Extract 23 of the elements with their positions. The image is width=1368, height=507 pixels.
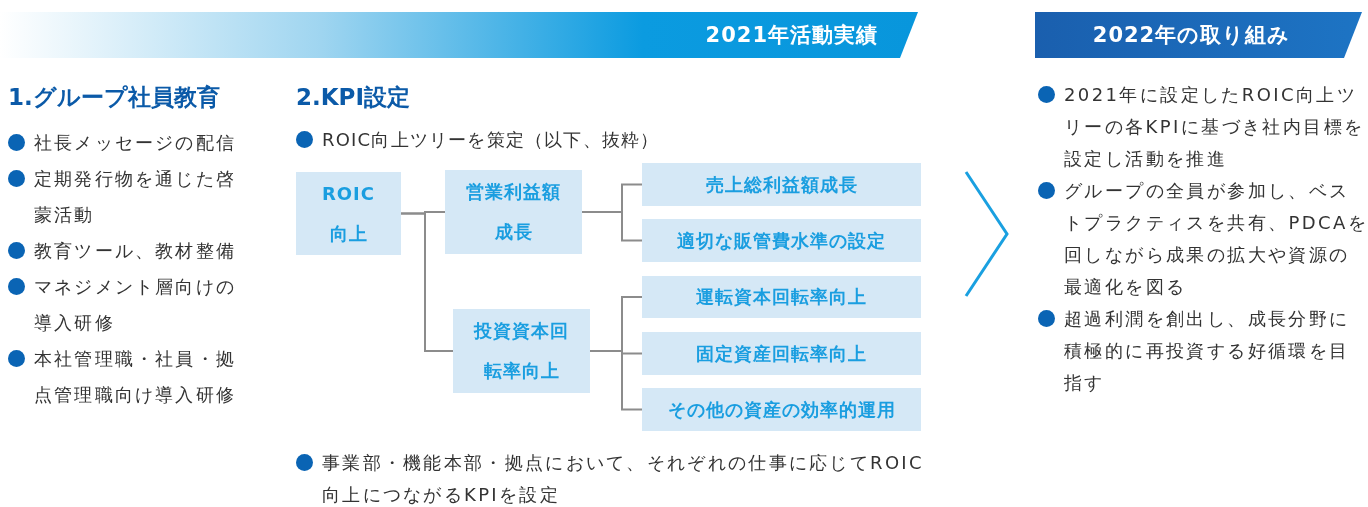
bullet-text: ROIC向上ツリーを策定（以下、抜粋） (322, 128, 661, 152)
bullet-text: 社長メッセージの配信 (34, 131, 237, 155)
tree-box: ROIC向上 (296, 172, 401, 255)
tree-box: その他の資産の効率的運用 (642, 388, 921, 431)
tree-box: 固定資産回転率向上 (642, 332, 921, 375)
tree-box: 投資資本回転率向上 (453, 309, 590, 393)
connector-line (400, 212, 454, 352)
tree-box: 営業利益額成長 (445, 170, 582, 254)
bullet-text: 教育ツール、教材整備 (34, 239, 237, 263)
tree-box: 適切な販管費水準の設定 (642, 219, 921, 262)
section-heading: 2.KPI設定 (296, 83, 410, 112)
section-heading: 1.グループ社員教育 (8, 83, 220, 112)
bullet-text: 超過利潤を創出し、成長分野に積極的に再投資する好循環を目指す (1064, 307, 1351, 395)
connector-line (581, 211, 643, 242)
tree-box: 運転資本回転率向上 (642, 276, 921, 318)
bullet-text: グループの全員が参加し、ベストプラクティスを共有、PDCAを回しながら成果の拡大や資源の最適化を図る (1064, 179, 1368, 299)
bullet-text: 事業部・機能本部・拠点において、それぞれの仕事に応じてROIC向上につながるKPIを設定 (322, 451, 925, 507)
bullet-text: 本社管理職・社員・拠点管理職向け導入研修 (34, 347, 237, 407)
bullet-text: マネジメント層向けの導入研修 (34, 275, 237, 335)
bullet-text: 2021年に設定したROIC向上ツリーの各KPIに基づき社内目標を設定し活動を推進 (1064, 83, 1366, 171)
section-banner: 2022年の取り組み (1035, 12, 1362, 58)
tree-box: 売上総利益額成長 (642, 163, 921, 206)
bullet-text: 定期発行物を通じた啓蒙活動 (34, 167, 237, 227)
